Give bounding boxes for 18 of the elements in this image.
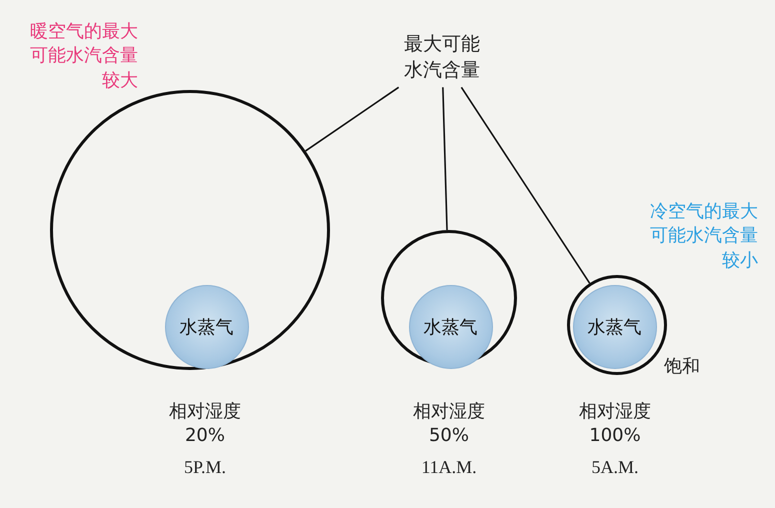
water-vapor-circle: 水蒸气 xyxy=(164,284,248,368)
humidity-label: 相对湿度 20% xyxy=(168,400,242,448)
time-label: 5A.M. xyxy=(590,456,640,479)
callout-label: 最大可能水汽含量 xyxy=(396,32,488,84)
leader-line xyxy=(305,86,400,152)
time-label: 5P.M. xyxy=(182,456,228,479)
humidity-label: 相对湿度 50% xyxy=(412,400,486,448)
water-vapor-circle: 水蒸气 xyxy=(572,284,656,368)
annotation-text: 饱和 xyxy=(664,355,701,379)
leader-line xyxy=(460,86,590,284)
humidity-label: 相对湿度 100% xyxy=(578,400,652,448)
water-vapor-circle: 水蒸气 xyxy=(408,284,492,368)
leader-line xyxy=(442,87,448,230)
air-capacity-circle xyxy=(381,230,517,366)
annotation-text: 冷空气的最大可能水汽含量较小 xyxy=(649,200,758,273)
air-capacity-circle xyxy=(50,90,330,370)
time-label: 11A.M. xyxy=(420,456,478,479)
annotation-text: 暖空气的最大可能水汽含量较大 xyxy=(29,20,138,93)
